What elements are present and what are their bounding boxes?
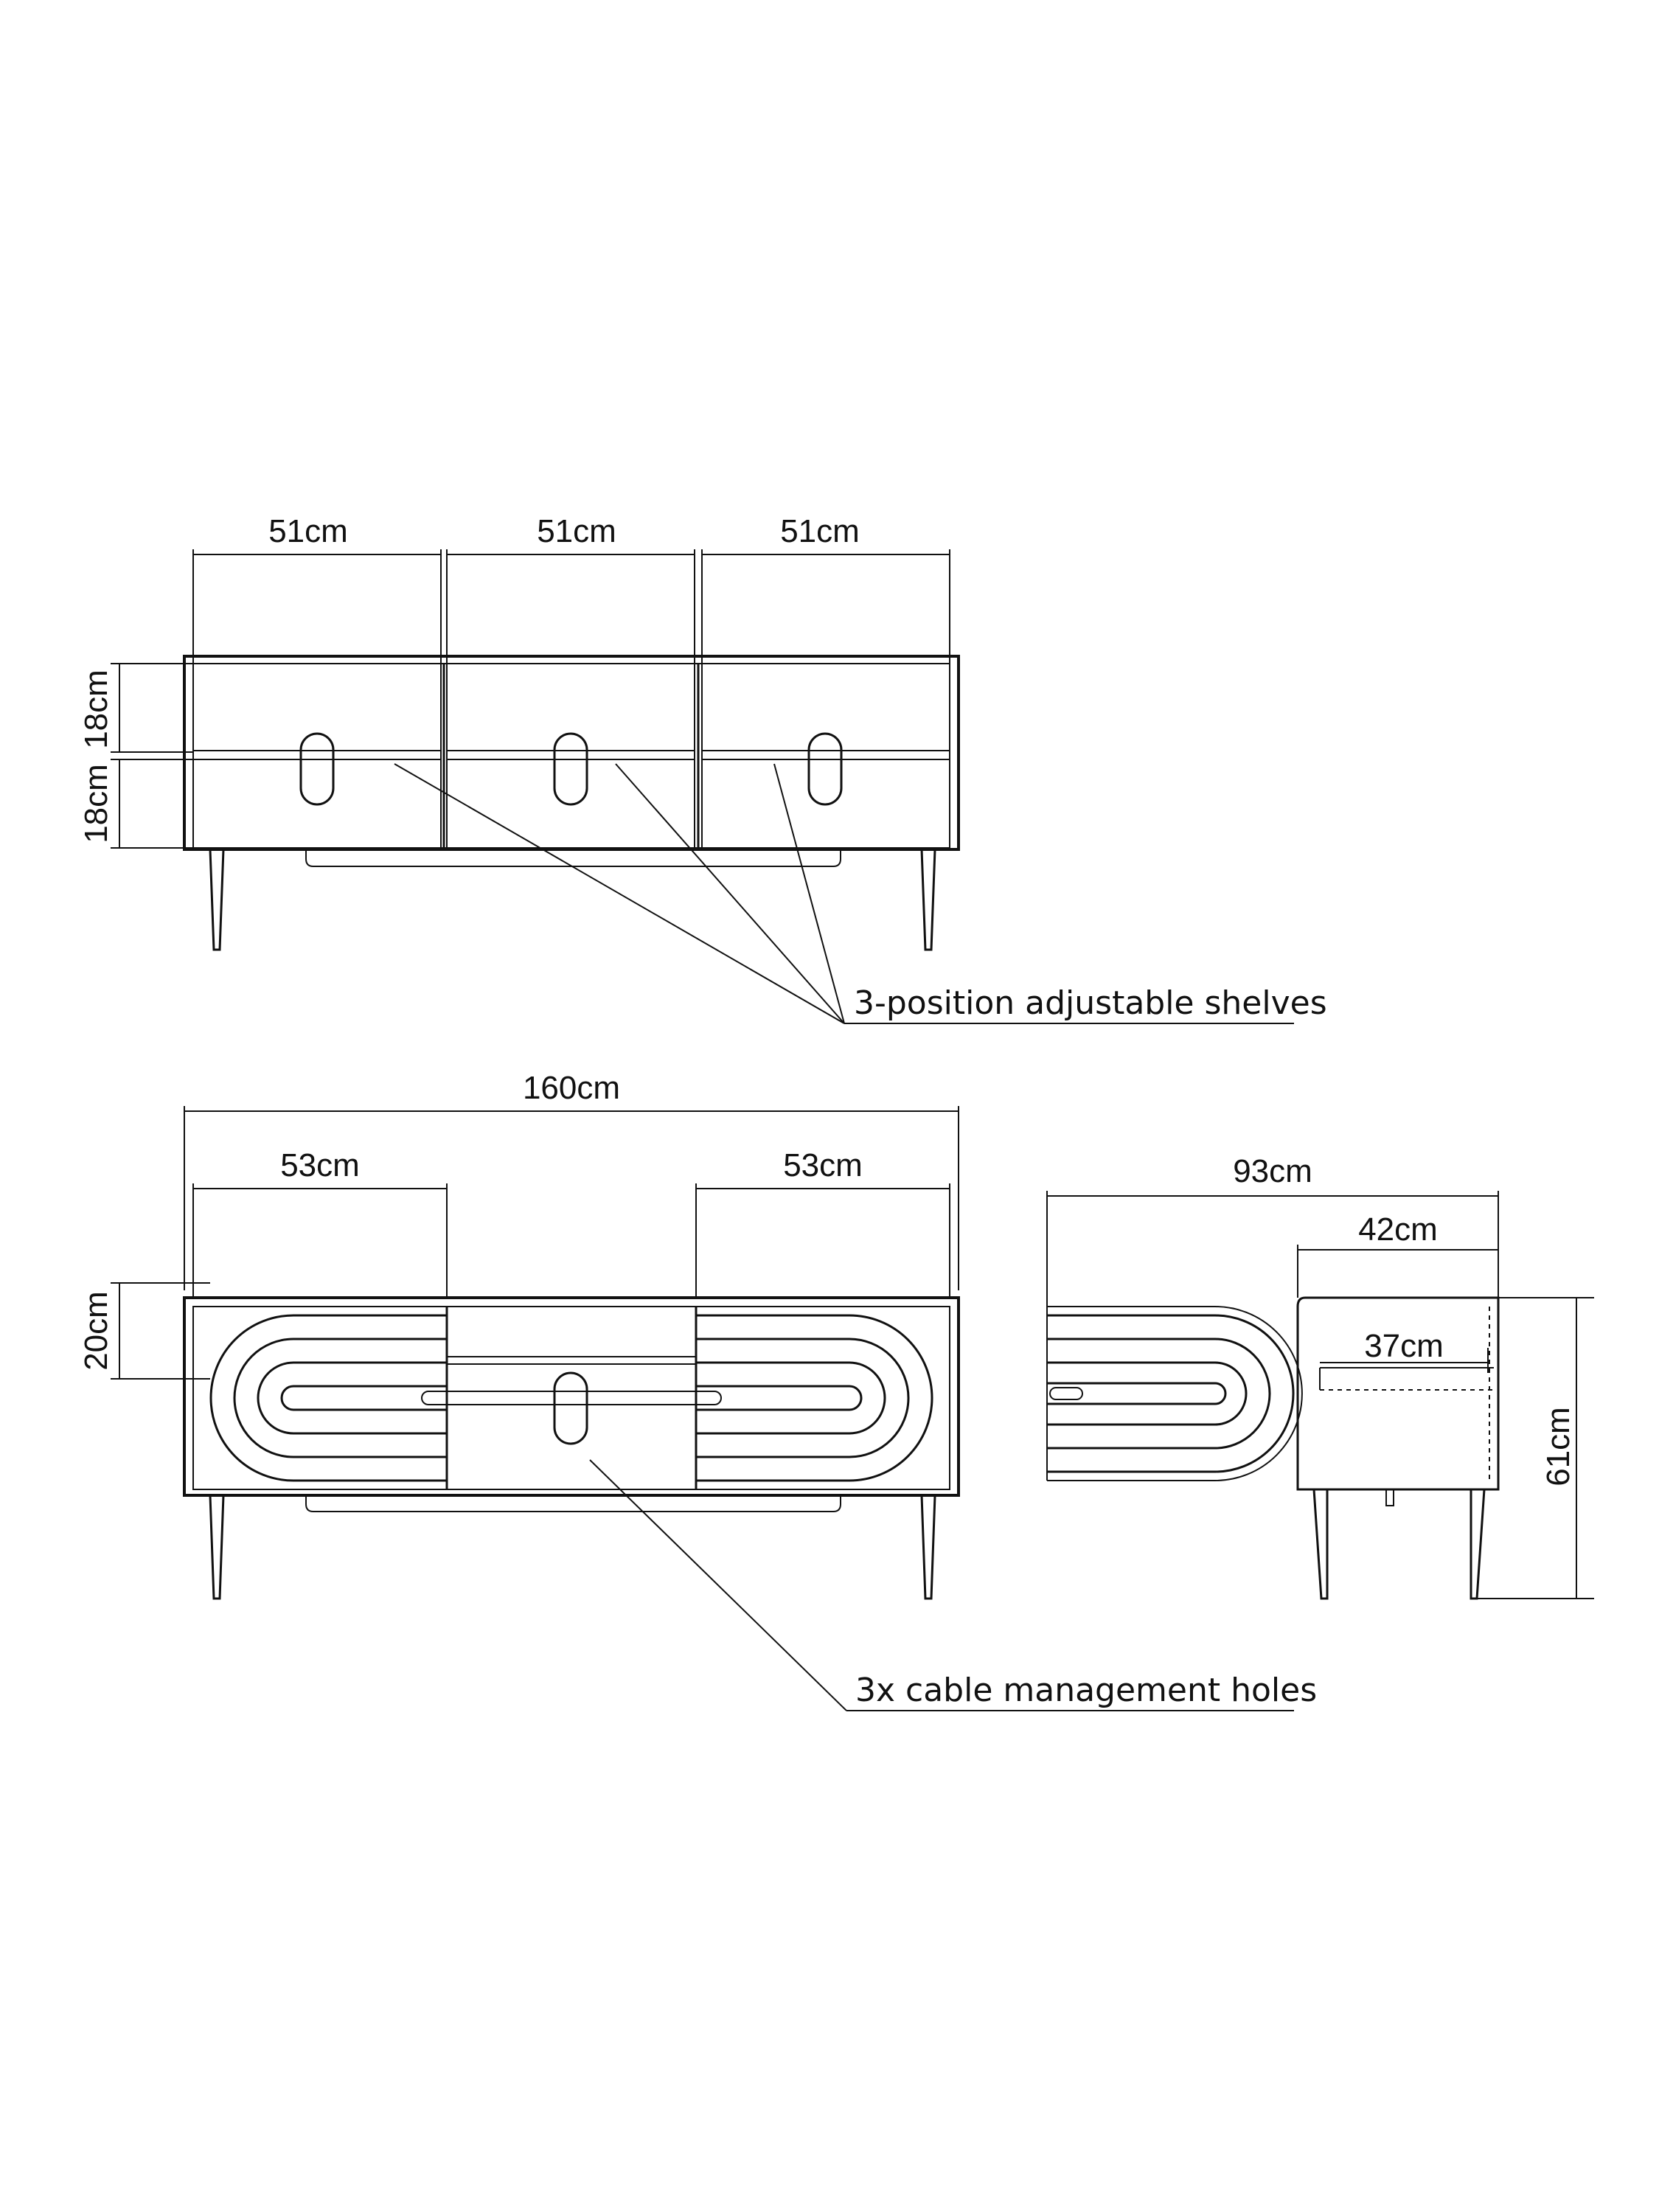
shelving-unit — [183, 655, 960, 951]
overall-depth-dimension: 93cm — [1046, 1153, 1499, 1309]
shelf-height-label-lower: 18cm — [78, 764, 114, 844]
cable-hole-1 — [299, 732, 335, 806]
right-door — [696, 1314, 933, 1482]
overall-height-dimension: 61cm — [1475, 1297, 1594, 1599]
cable-hole-3 — [807, 732, 843, 806]
top-view: 51cm 51cm 51cm 18cm 18cm — [78, 513, 1327, 1024]
center-handle-slot — [421, 1391, 722, 1405]
leg-right — [920, 849, 936, 951]
door-width-dimensions: 53cm 53cm — [192, 1147, 950, 1298]
front-view: 160cm 53cm 53cm 20cm — [78, 1070, 1317, 1711]
front-cabinet — [183, 1296, 960, 1600]
side-view: 93cm 42cm 61cm — [1046, 1153, 1594, 1600]
side-leg-front — [1312, 1489, 1329, 1600]
front-leg-left — [209, 1495, 225, 1600]
cable-holes-label: 3x cable management holes — [855, 1672, 1317, 1709]
cabinet-depth-label: 42cm — [1358, 1211, 1438, 1248]
front-cable-hole — [553, 1371, 588, 1445]
door-width-label-left: 53cm — [280, 1147, 360, 1183]
side-cabinet: 37cm — [1296, 1296, 1500, 1600]
shelf-1 — [192, 750, 442, 760]
bay-width-label-2: 51cm — [537, 513, 616, 549]
overall-width-label: 160cm — [523, 1070, 620, 1106]
leg-height-label: 20cm — [78, 1291, 114, 1371]
leg-left — [209, 849, 225, 951]
overall-width-dimension: 160cm — [184, 1070, 959, 1290]
adjustable-shelves-callout: 3-position adjustable shelves — [394, 763, 1327, 1024]
shelf-height-dimensions: 18cm 18cm — [78, 663, 193, 849]
left-door — [209, 1314, 447, 1482]
cable-hole-2 — [553, 732, 588, 806]
cable-holes-callout: 3x cable management holes — [589, 1459, 1317, 1711]
shelf-depth-label: 37cm — [1364, 1328, 1444, 1364]
bay-width-label-3: 51cm — [780, 513, 860, 549]
bay-width-label-1: 51cm — [268, 513, 348, 549]
open-door — [1046, 1306, 1303, 1481]
bay-width-dimensions: 51cm 51cm 51cm — [192, 513, 950, 664]
front-leg-right — [920, 1495, 936, 1600]
door-width-label-right: 53cm — [783, 1147, 863, 1183]
overall-depth-label: 93cm — [1233, 1153, 1312, 1189]
cabinet-depth-dimension: 42cm — [1297, 1211, 1498, 1298]
shelf-3 — [701, 750, 950, 760]
side-leg-back — [1470, 1489, 1486, 1600]
overall-height-label: 61cm — [1540, 1407, 1576, 1486]
adjustable-shelves-label: 3-position adjustable shelves — [854, 984, 1327, 1022]
shelf-height-label-upper: 18cm — [78, 669, 114, 749]
shelf-2 — [446, 750, 695, 760]
